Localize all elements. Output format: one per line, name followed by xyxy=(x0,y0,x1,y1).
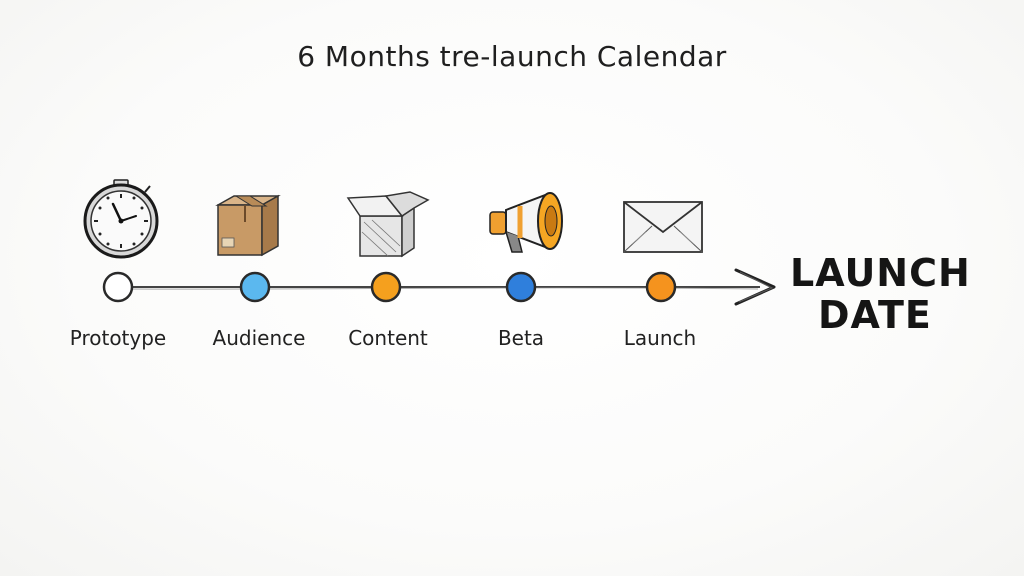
megaphone-icon xyxy=(489,192,563,253)
stopwatch-icon xyxy=(83,179,159,259)
launch-date-endpoint: LAUNCH DATE xyxy=(790,252,970,336)
step-label-prototype: Prototype xyxy=(69,326,167,350)
step-label-audience: Audience xyxy=(212,326,306,350)
timeline-arrowhead-sketch xyxy=(738,271,774,303)
timeline-node-beta xyxy=(505,271,537,303)
launch-date-line2: DATE xyxy=(818,293,932,337)
open-box-icon xyxy=(346,191,430,258)
timeline-node-launch xyxy=(645,271,677,303)
cardboard-box-icon xyxy=(215,194,281,257)
step-label-launch: Launch xyxy=(623,326,697,350)
diagram-title: 6 Months tre-launch Calendar xyxy=(297,40,727,73)
step-label-beta: Beta xyxy=(497,326,545,350)
timeline-node-content xyxy=(370,271,402,303)
launch-date-line1: LAUNCH xyxy=(790,251,971,295)
step-label-content: Content xyxy=(348,326,428,350)
timeline-node-prototype xyxy=(102,271,134,303)
envelope-icon xyxy=(623,201,703,253)
timeline-node-audience xyxy=(239,271,271,303)
timeline-nodes xyxy=(102,271,677,303)
